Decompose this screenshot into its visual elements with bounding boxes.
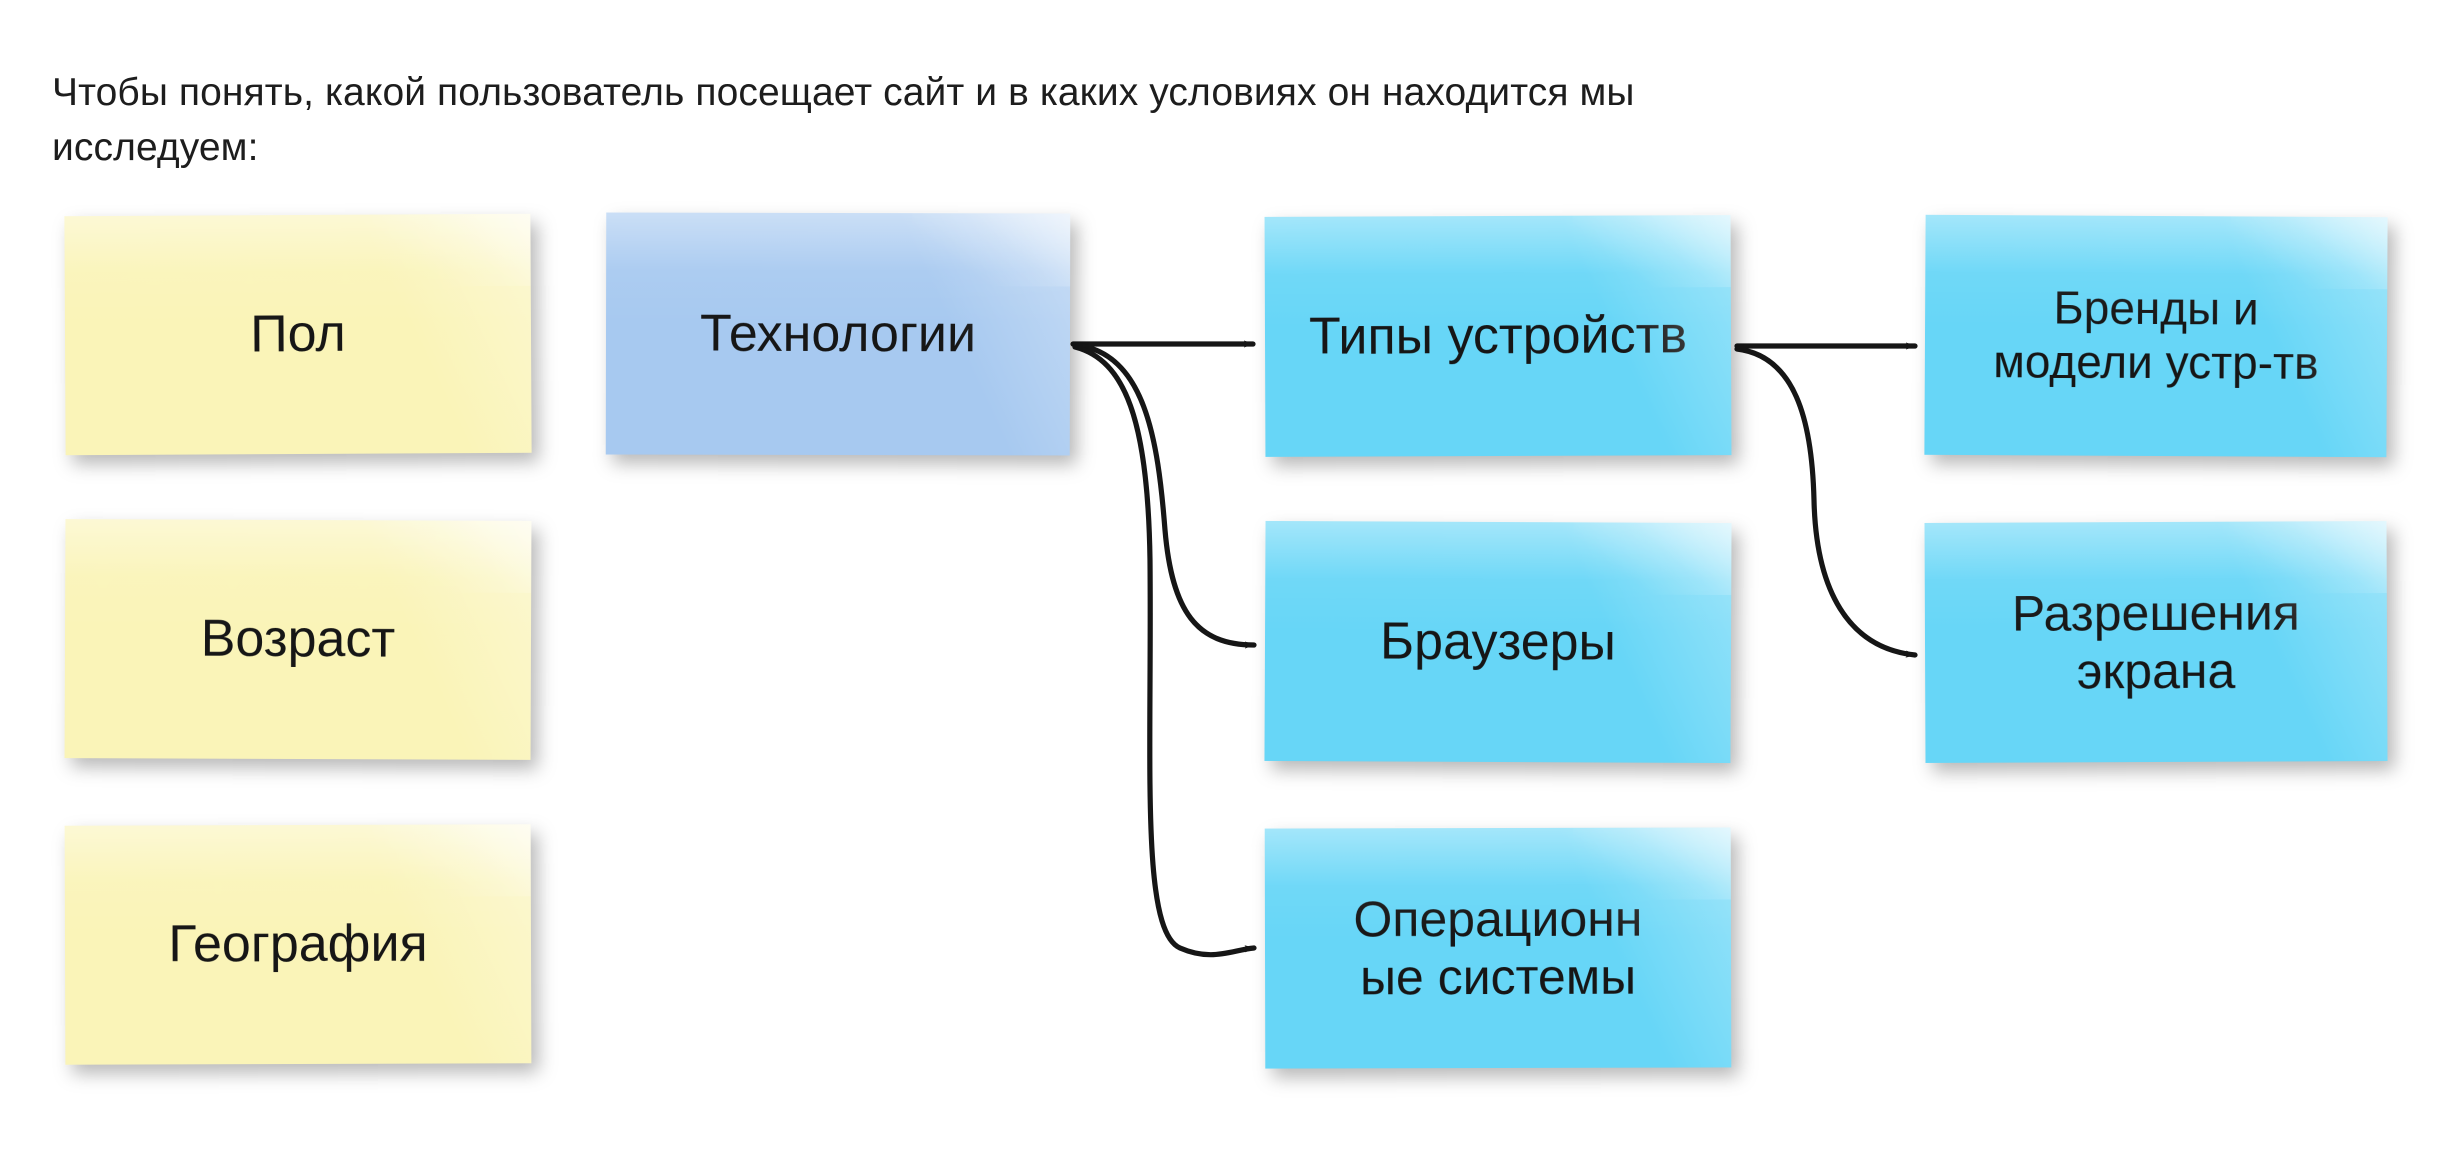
note-screen-resolutions[interactable]: Разрешения экрана [1924, 521, 2388, 763]
note-gender[interactable]: Пол [64, 213, 532, 456]
note-operating-systems[interactable]: Операционн ые системы [1264, 827, 1732, 1069]
note-label: Типы устройств [1308, 305, 1688, 366]
note-device-types[interactable]: Типы устройств [1264, 215, 1732, 457]
note-label: Технологии [699, 304, 977, 363]
note-geography[interactable]: География [64, 824, 532, 1065]
note-label: География [168, 914, 428, 974]
note-label: Пол [250, 304, 346, 364]
connector-tech-to-os [1072, 344, 1257, 958]
note-label: Операционн ые системы [1353, 890, 1643, 1006]
connector-tech-to-browsers [1072, 342, 1257, 649]
note-technologies[interactable]: Технологии [605, 212, 1071, 456]
intro-paragraph: Чтобы понять, какой пользователь посещае… [52, 71, 1635, 170]
note-age[interactable]: Возраст [64, 519, 532, 760]
note-browsers[interactable]: Браузеры [1264, 520, 1732, 764]
note-label: Возраст [200, 609, 396, 669]
note-brands-and-models[interactable]: Бренды и модели устр-тв [1924, 214, 2388, 458]
connector-device-types-to-resolutions [1734, 346, 1918, 658]
note-label: Браузеры [1379, 612, 1617, 672]
note-label: Бренды и модели устр-тв [1993, 281, 2319, 389]
note-label: Разрешения экрана [2011, 583, 2300, 700]
